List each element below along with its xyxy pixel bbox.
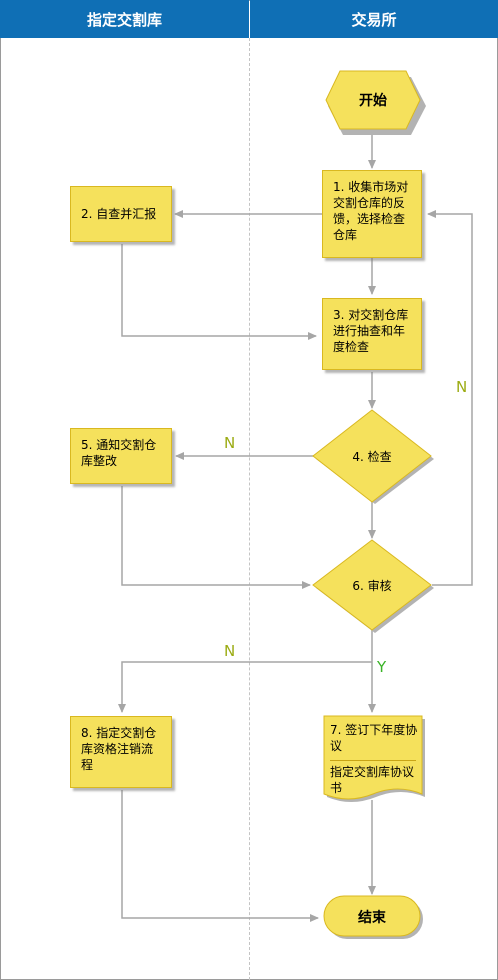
step2-label: 2. 自查并汇报 — [81, 207, 157, 221]
lane-divider — [249, 38, 250, 980]
edge-label-review-y: Y — [377, 658, 387, 676]
step5-box: 5. 通知交割仓库整改 — [70, 428, 172, 484]
doc-node — [323, 715, 423, 800]
step2-box: 2. 自查并汇报 — [70, 186, 172, 242]
arrow-step6-loop-to-step1 — [427, 210, 473, 586]
end-node — [323, 895, 421, 937]
arrow-step8-to-end — [121, 790, 319, 922]
step8-box: 8. 指定交割仓库资格注销流程 — [70, 716, 172, 788]
start-node — [325, 70, 421, 130]
arrow-step5-to-step6 — [121, 486, 311, 589]
edge-label-loop-n: N — [456, 378, 468, 396]
lane-header-warehouse: 指定交割库 — [0, 0, 249, 38]
step4-label: 4. 检查 — [352, 450, 392, 464]
edge-label-review-n: N — [224, 642, 236, 660]
arrow-step6-to-step8 — [118, 661, 372, 713]
lane-header-exchange: 交易所 — [250, 0, 498, 38]
step7-separator — [330, 760, 416, 761]
step7-doc: 指定交割库协议书 — [330, 765, 415, 795]
step7-title: 7. 签订下年度协议 — [330, 723, 418, 753]
decision-review — [312, 539, 432, 631]
step1-box: 1. 收集市场对交割仓库的反馈，选择检查仓库 — [322, 170, 422, 258]
decision-check — [312, 409, 432, 503]
end-label: 结束 — [358, 910, 386, 926]
start-label: 开始 — [359, 93, 387, 109]
edge-label-check-n: N — [224, 434, 236, 452]
step3-box: 3. 对交割仓库进行抽查和年度检查 — [322, 298, 422, 370]
step6-label: 6. 审核 — [352, 579, 392, 593]
arrow-step2-to-step3 — [121, 244, 317, 340]
